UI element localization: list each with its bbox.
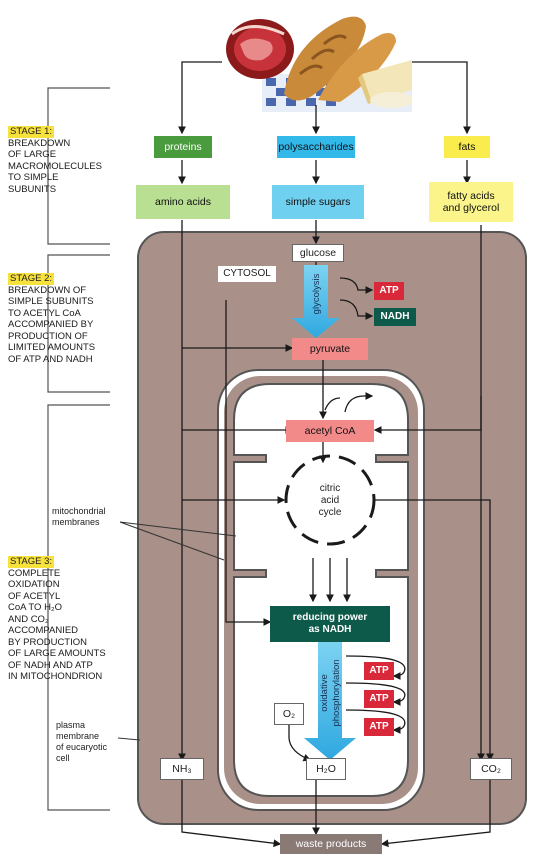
- atp-box-2: ATP: [364, 690, 394, 708]
- h2o-box: H₂O: [306, 758, 346, 780]
- mitochondrial-membranes-note: mitochondrial membranes: [52, 506, 106, 527]
- simple-sugars-box: simple sugars: [272, 185, 364, 219]
- proteins-box: proteins: [154, 136, 212, 158]
- stage-3-label: STAGE 3: COMPLETE OXIDATION OF ACETYL Co…: [8, 556, 106, 683]
- nh3-box: NH₃: [160, 758, 204, 780]
- nadh-box-glycolysis: NADH: [374, 308, 416, 326]
- co2-box: CO₂: [470, 758, 512, 780]
- o2-box: O₂: [274, 703, 304, 725]
- stage-1-text: BREAKDOWN OF LARGE MACROMOLECULES TO SIM…: [8, 137, 102, 195]
- oxphos-label: oxidative phosphorylation: [319, 659, 342, 727]
- stage-1-label: STAGE 1: BREAKDOWN OF LARGE MACROMOLECUL…: [8, 126, 102, 195]
- amino-acids-box: amino acids: [136, 185, 230, 219]
- atp-box-3: ATP: [364, 718, 394, 736]
- stage-1-title: STAGE 1:: [8, 126, 55, 138]
- fats-box: fats: [444, 136, 490, 158]
- oxidative-phosphorylation-arrow: [304, 640, 356, 760]
- plasma-membrane-note: plasma membrane of eucaryotic cell: [56, 720, 108, 763]
- polysaccharides-box: polysaccharides: [277, 136, 355, 158]
- food-illustration: [222, 4, 412, 112]
- reducing-power-box: reducing power as NADH: [270, 606, 390, 642]
- stage-2-label: STAGE 2: BREAKDOWN OF SIMPLE SUBUNITS TO…: [8, 273, 95, 365]
- glycolysis-label: glycolysis: [311, 273, 322, 315]
- atp-box-glycolysis: ATP: [374, 282, 404, 300]
- stage-3-text: COMPLETE OXIDATION OF ACETYL CoA TO H₂O …: [8, 567, 106, 683]
- stage-2-text: BREAKDOWN OF SIMPLE SUBUNITS TO ACETYL C…: [8, 284, 96, 365]
- citric-acid-cycle-ring: [284, 454, 376, 546]
- acetyl-coa-box: acetyl CoA: [286, 420, 374, 442]
- stage-brackets: [47, 87, 110, 811]
- cytosol-label: CYTOSOL: [218, 266, 276, 282]
- pyruvate-box: pyruvate: [292, 338, 368, 360]
- cheese-image: [358, 60, 412, 108]
- citric-acid-cycle-label: citric acid cycle: [318, 483, 342, 518]
- glucose-box: glucose: [292, 244, 344, 262]
- meat-image: [226, 19, 294, 79]
- waste-products-box: waste products: [280, 834, 382, 854]
- stage-2-title: STAGE 2:: [8, 273, 55, 285]
- stage-3-title: STAGE 3:: [8, 556, 55, 568]
- bread-image: [284, 16, 396, 102]
- glycolysis-arrow: [292, 265, 340, 338]
- atp-box-1: ATP: [364, 662, 394, 680]
- fatty-acids-box: fatty acids and glycerol: [429, 182, 513, 222]
